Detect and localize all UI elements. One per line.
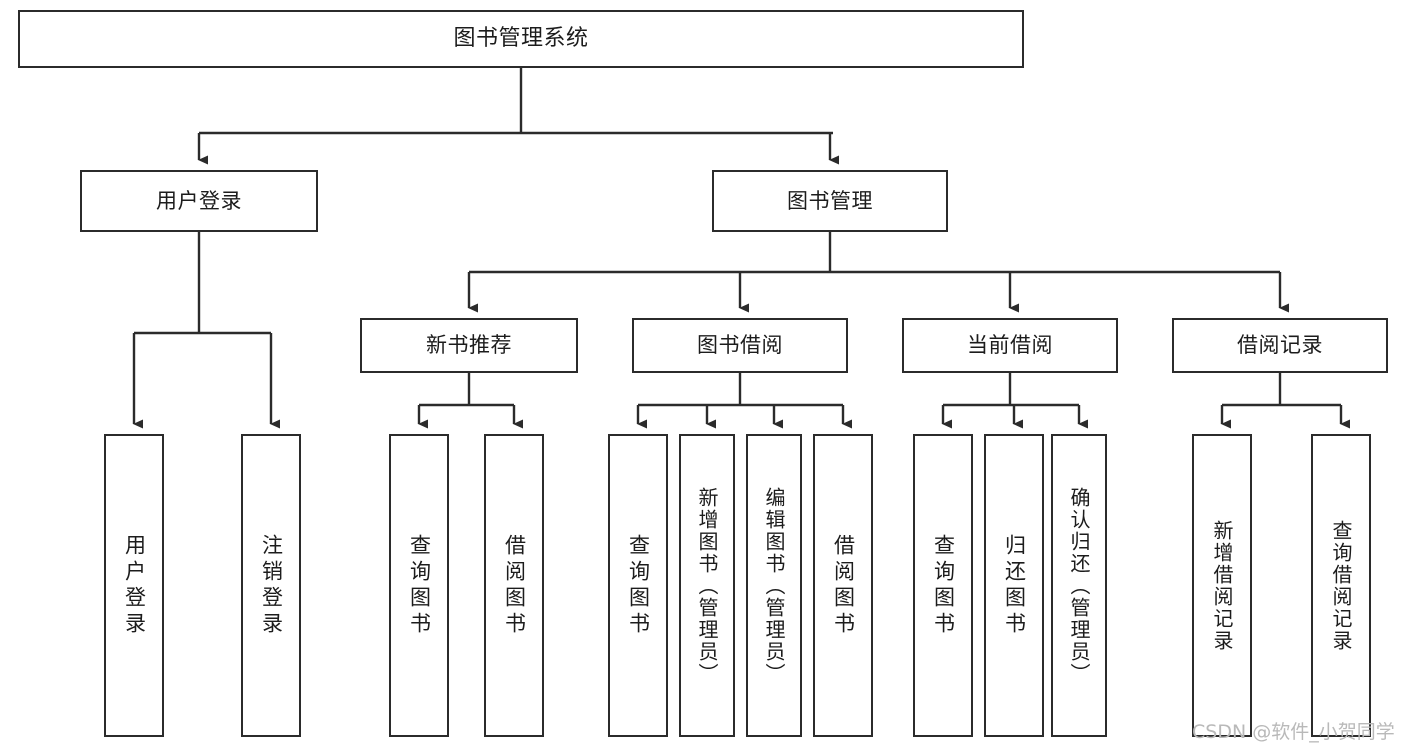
node-leaf-add-book-admin-label: 新增图书（管理员） [695,486,719,685]
node-leaf-query-book-3[interactable]: 查询图书 [913,434,973,737]
node-new-book-recommend[interactable]: 新书推荐 [360,318,578,373]
node-book-borrow-label: 图书借阅 [697,333,783,358]
node-leaf-user-login-label: 用户登录 [122,533,147,638]
node-leaf-borrow-book-1[interactable]: 借阅图书 [484,434,544,737]
node-root[interactable]: 图书管理系统 [18,10,1024,68]
node-user-login[interactable]: 用户登录 [80,170,318,232]
node-leaf-query-book-2-label: 查询图书 [626,533,651,638]
node-leaf-return-book-label: 归还图书 [1002,533,1027,638]
node-leaf-borrow-book-2-label: 借阅图书 [831,533,856,638]
watermark: CSDN @软件_小贺同学 [1192,721,1395,743]
node-leaf-query-borrow-record[interactable]: 查询借阅记录 [1311,434,1371,737]
node-book-manage-label: 图书管理 [787,188,873,213]
node-borrow-record[interactable]: 借阅记录 [1172,318,1388,373]
node-user-login-label: 用户登录 [156,188,242,213]
node-leaf-user-logout[interactable]: 注销登录 [241,434,301,737]
node-leaf-add-borrow-record-label: 新增借阅记录 [1210,519,1234,652]
node-leaf-edit-book-admin-label: 编辑图书（管理员） [762,486,786,685]
node-leaf-add-book-admin[interactable]: 新增图书（管理员） [679,434,735,737]
node-leaf-borrow-book-1-label: 借阅图书 [502,533,527,638]
node-new-book-recommend-label: 新书推荐 [426,333,512,358]
node-leaf-user-logout-label: 注销登录 [259,533,284,638]
node-leaf-edit-book-admin[interactable]: 编辑图书（管理员） [746,434,802,737]
node-leaf-confirm-return-label: 确认归还（管理员） [1067,486,1091,685]
node-leaf-user-login[interactable]: 用户登录 [104,434,164,737]
node-current-borrow[interactable]: 当前借阅 [902,318,1118,373]
node-borrow-record-label: 借阅记录 [1237,333,1323,358]
node-book-borrow[interactable]: 图书借阅 [632,318,848,373]
node-leaf-confirm-return[interactable]: 确认归还（管理员） [1051,434,1107,737]
node-leaf-query-book-2[interactable]: 查询图书 [608,434,668,737]
node-leaf-query-book-1[interactable]: 查询图书 [389,434,449,737]
node-book-manage[interactable]: 图书管理 [712,170,948,232]
node-leaf-return-book[interactable]: 归还图书 [984,434,1044,737]
node-leaf-borrow-book-2[interactable]: 借阅图书 [813,434,873,737]
node-root-label: 图书管理系统 [453,26,589,52]
node-current-borrow-label: 当前借阅 [967,333,1053,358]
node-leaf-query-book-1-label: 查询图书 [407,533,432,638]
node-leaf-query-borrow-record-label: 查询借阅记录 [1329,519,1353,652]
node-leaf-query-book-3-label: 查询图书 [931,533,956,638]
node-leaf-add-borrow-record[interactable]: 新增借阅记录 [1192,434,1252,737]
